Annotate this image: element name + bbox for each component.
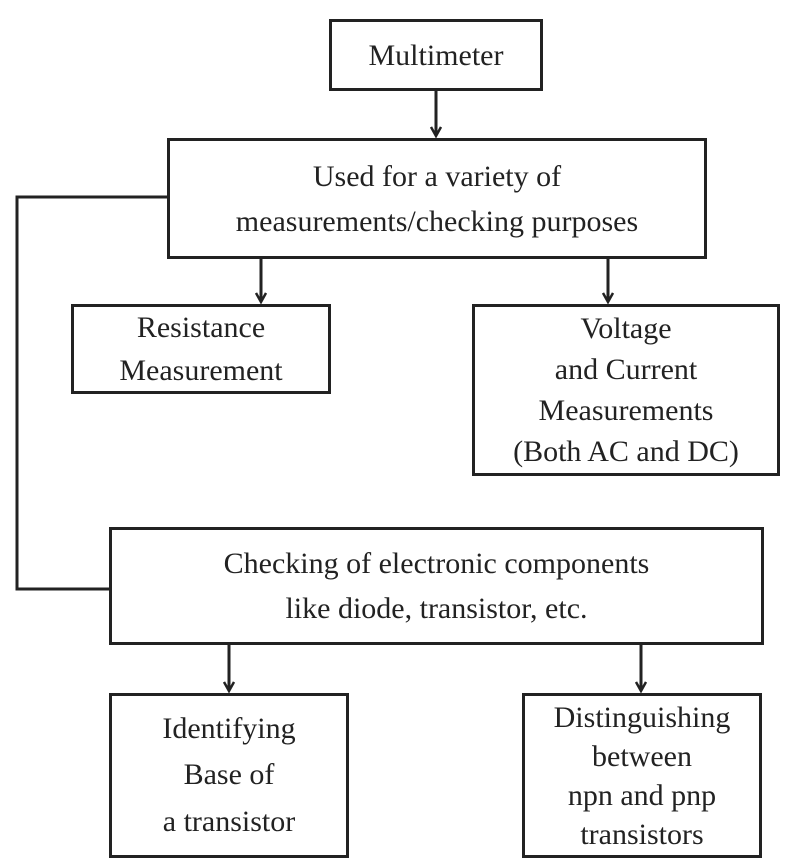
base-id-box: Identifying Base of a transistor xyxy=(109,693,349,858)
resistance-box: Resistance Measurement xyxy=(71,304,331,394)
components-line-2: like diode, transistor, etc. xyxy=(285,592,588,625)
voltage-current-line-1: Voltage xyxy=(580,311,672,345)
npn-pnp-line-2: between xyxy=(592,739,692,773)
voltage-current-line-2: and Current xyxy=(554,352,698,386)
resistance-line-2: Measurement xyxy=(119,354,283,387)
base-id-line-1: Identifying xyxy=(162,711,296,745)
voltage-current-line-3: Measurements xyxy=(538,394,714,427)
npn-pnp-line-4: transistors xyxy=(580,817,704,851)
voltage-current-box: Voltage and Current Measurements (Both A… xyxy=(472,304,780,476)
npn-pnp-box: Distinguishing between npn and pnp trans… xyxy=(522,693,762,858)
purpose-box: Used for a variety of measurements/check… xyxy=(167,138,707,259)
base-id-line-3: a transistor xyxy=(162,804,296,838)
voltage-current-line-4: (Both AC and DC) xyxy=(513,435,739,469)
components-line-1: Checking of electronic components xyxy=(223,547,650,580)
components-box: Checking of electronic components like d… xyxy=(109,527,764,645)
npn-pnp-line-1: Distinguishing xyxy=(553,700,731,734)
arrow-purpose-to-components xyxy=(15,195,168,589)
purpose-line-1: Used for a variety of xyxy=(312,159,562,193)
resistance-line-1: Resistance xyxy=(136,310,266,344)
npn-pnp-line-3: npn and pnp xyxy=(567,778,717,812)
purpose-line-2: measurements/checking purposes xyxy=(235,204,639,238)
multimeter-label: Multimeter xyxy=(368,38,504,72)
base-id-line-2: Base of xyxy=(183,758,275,792)
multimeter-box: Multimeter xyxy=(329,19,543,91)
